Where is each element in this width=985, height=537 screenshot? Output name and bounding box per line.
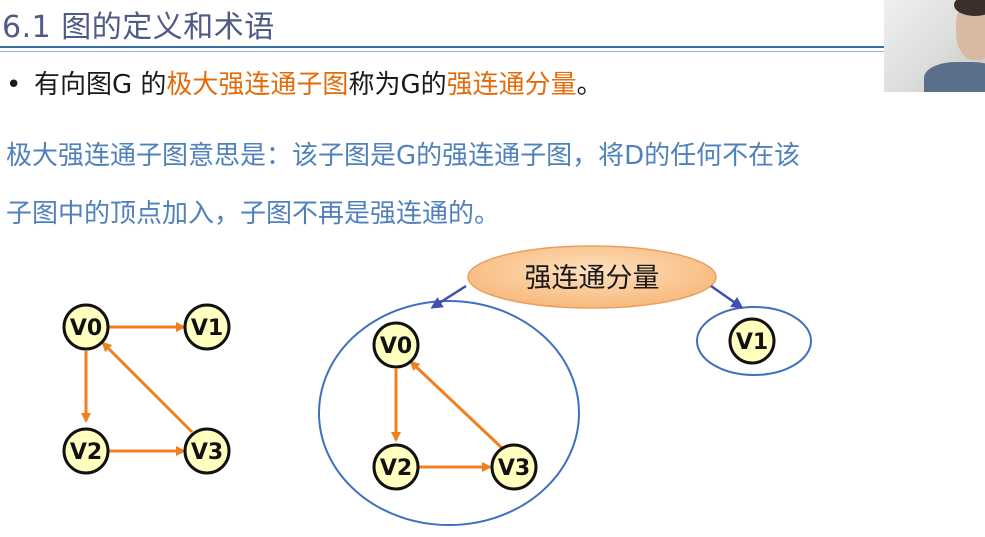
- bullet-text-3: 。: [576, 70, 603, 100]
- component-node-v3-label: V3: [498, 456, 530, 481]
- component-node-v1: [728, 317, 776, 365]
- bullet-text-1: 有向图G 的: [34, 70, 167, 100]
- title-divider-thin: [0, 51, 888, 52]
- edge-v3-v0: [101, 341, 194, 434]
- node-v3-label: V3: [191, 440, 223, 465]
- component-node-v3: [490, 443, 538, 491]
- node-v1-label: V1: [191, 316, 223, 341]
- component-node-v0-label: V0: [380, 334, 412, 359]
- title-divider: [0, 46, 888, 48]
- bullet-marker: •: [6, 70, 22, 100]
- callout-label: 强连通分量: [525, 263, 660, 294]
- node-v2-label: V2: [70, 440, 102, 465]
- component-node-v2: [372, 443, 420, 491]
- node-v3: [183, 427, 231, 475]
- node-v0-label: V0: [70, 316, 102, 341]
- term-strong-component: 强连通分量: [446, 70, 577, 100]
- left-graph: V0 V1 V2 V3: [62, 303, 231, 475]
- edge-c-v3-v0: [409, 360, 504, 450]
- slide-title: 6.1 图的定义和术语: [2, 10, 275, 45]
- callout-arrow-right: [710, 284, 744, 309]
- node-v0: [62, 303, 110, 351]
- term-max-strong-subgraph: 极大强连通子图: [166, 70, 349, 100]
- callout-bubble: [467, 245, 717, 309]
- node-v2: [62, 427, 110, 475]
- explanation-line-1: 极大强连通子图意思是：该子图是G的强连通子图，将D的任何不在该: [6, 141, 801, 171]
- presenter-hair: [954, 0, 985, 16]
- component-node-v1-label: V1: [736, 330, 768, 355]
- component-diagram: 强连通分量 V0 V2 V3 V1: [318, 245, 812, 526]
- presenter-shoulder: [924, 62, 985, 92]
- component-node-v2-label: V2: [380, 456, 412, 481]
- callout-arrow-left: [430, 284, 467, 309]
- webcam-overlay: [884, 0, 985, 92]
- component-node-v0: [372, 321, 420, 369]
- definition-bullet: • 有向图G 的极大强连通子图称为G的强连通分量。: [6, 64, 603, 101]
- component-a-ellipse: [318, 300, 580, 526]
- node-v1: [183, 303, 231, 351]
- bullet-text-2: 称为G的: [348, 70, 447, 100]
- explanation-line-2: 子图中的顶点加入，子图不再是强连通的。: [6, 199, 501, 229]
